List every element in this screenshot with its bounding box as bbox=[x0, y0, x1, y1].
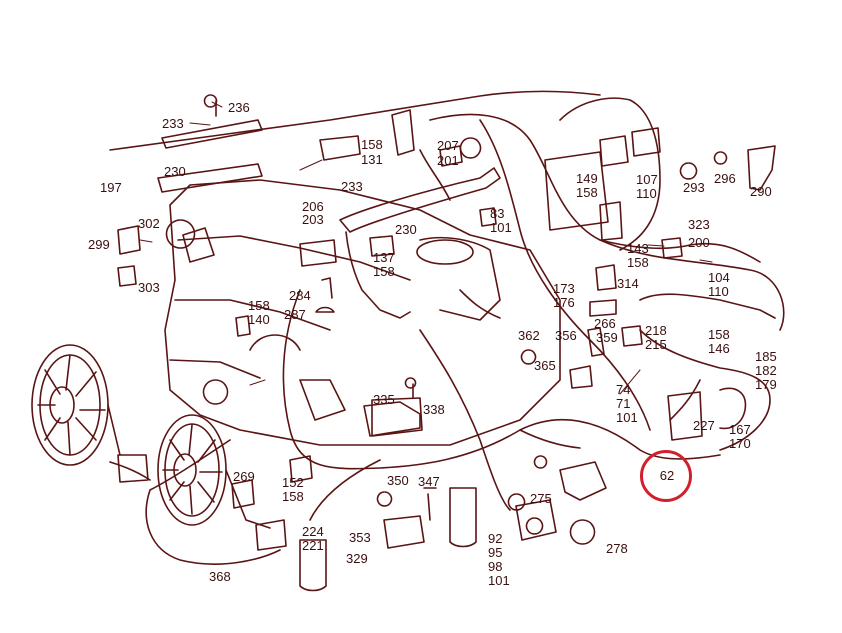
callout-74: 74 bbox=[616, 382, 631, 397]
callout-182: 182 bbox=[755, 363, 777, 378]
callout-107: 107 bbox=[636, 172, 658, 187]
callout-335: 335 bbox=[373, 392, 395, 407]
callout-207: 207 bbox=[437, 138, 459, 153]
callout-158: 158 bbox=[248, 298, 270, 313]
callout-284: 284 bbox=[289, 288, 311, 303]
callout-131: 131 bbox=[361, 152, 383, 167]
callout-368: 368 bbox=[209, 569, 231, 584]
callout-353: 353 bbox=[349, 530, 371, 545]
bottom-parts bbox=[231, 327, 605, 592]
callout-170: 170 bbox=[729, 436, 751, 451]
highlight-callout-62: 62 bbox=[659, 468, 675, 483]
callout-95: 95 bbox=[488, 545, 503, 560]
callout-230: 230 bbox=[164, 164, 186, 179]
callout-329: 329 bbox=[346, 551, 368, 566]
callout-350: 350 bbox=[387, 473, 409, 488]
callout-110: 110 bbox=[708, 284, 729, 299]
callout-338: 338 bbox=[423, 402, 445, 417]
callout-176: 176 bbox=[553, 295, 575, 310]
callout-269: 269 bbox=[233, 469, 255, 484]
callout-347: 347 bbox=[418, 474, 440, 489]
callout-167: 167 bbox=[729, 422, 751, 437]
callout-197: 197 bbox=[100, 180, 122, 195]
callout-158: 158 bbox=[373, 264, 395, 279]
callout-101: 101 bbox=[488, 573, 510, 588]
callout-104: 104 bbox=[708, 270, 730, 285]
fan-right bbox=[157, 414, 287, 551]
callout-71: 71 bbox=[616, 396, 631, 411]
sensor-bracket bbox=[515, 387, 747, 545]
callout-356: 356 bbox=[555, 328, 577, 343]
callout-98: 98 bbox=[488, 559, 503, 574]
callout-290: 290 bbox=[750, 184, 772, 199]
callout-201: 201 bbox=[437, 153, 459, 168]
callout-158: 158 bbox=[576, 185, 598, 200]
callout-110: 110 bbox=[636, 186, 657, 201]
left-parts bbox=[117, 94, 497, 337]
callout-278: 278 bbox=[606, 541, 628, 556]
callout-362: 362 bbox=[518, 328, 540, 343]
callout-146: 146 bbox=[708, 341, 730, 356]
callout-233: 233 bbox=[162, 116, 184, 131]
callout-215: 215 bbox=[645, 337, 667, 352]
callout-218: 218 bbox=[645, 323, 667, 338]
callout-287: 287 bbox=[284, 307, 306, 322]
callout-275: 275 bbox=[530, 491, 552, 506]
callout-299: 299 bbox=[88, 237, 110, 252]
callout-266: 266 bbox=[594, 316, 616, 331]
callout-221: 221 bbox=[302, 538, 324, 553]
callout-158: 158 bbox=[361, 137, 383, 152]
callout-314: 314 bbox=[617, 276, 639, 291]
callout-296: 296 bbox=[714, 171, 736, 186]
callout-302: 302 bbox=[138, 216, 160, 231]
callout-323: 323 bbox=[688, 217, 710, 232]
callout-365: 365 bbox=[534, 358, 556, 373]
callout-359: 359 bbox=[596, 330, 618, 345]
callout-149: 149 bbox=[576, 171, 598, 186]
fan-left bbox=[31, 344, 149, 483]
callout-92: 92 bbox=[488, 531, 503, 546]
callout-143: 143 bbox=[627, 241, 649, 256]
callout-173: 173 bbox=[553, 281, 575, 296]
callout-236: 236 bbox=[228, 100, 250, 115]
callout-206: 206 bbox=[302, 199, 324, 214]
callout-230: 230 bbox=[395, 222, 417, 237]
callout-233: 233 bbox=[341, 179, 363, 194]
callout-227: 227 bbox=[693, 418, 715, 433]
callout-158: 158 bbox=[708, 327, 730, 342]
leader-lines bbox=[139, 101, 713, 395]
callout-224: 224 bbox=[302, 524, 324, 539]
highlight-circle bbox=[640, 450, 692, 502]
callout-152: 152 bbox=[282, 475, 304, 490]
callout-101: 101 bbox=[490, 220, 512, 235]
callout-303: 303 bbox=[138, 280, 160, 295]
callout-158: 158 bbox=[282, 489, 304, 504]
callout-185: 185 bbox=[755, 349, 777, 364]
callout-203: 203 bbox=[302, 212, 324, 227]
callout-158: 158 bbox=[627, 255, 649, 270]
callout-140: 140 bbox=[248, 312, 270, 327]
callout-101: 101 bbox=[616, 410, 638, 425]
callout-179: 179 bbox=[755, 377, 777, 392]
main-harness bbox=[109, 90, 785, 565]
callout-293: 293 bbox=[683, 180, 705, 195]
callout-83: 83 bbox=[490, 206, 505, 221]
callout-200: 200 bbox=[688, 235, 710, 250]
relay-box bbox=[544, 127, 776, 347]
callout-137: 137 bbox=[373, 250, 395, 265]
engine-block bbox=[164, 179, 561, 446]
